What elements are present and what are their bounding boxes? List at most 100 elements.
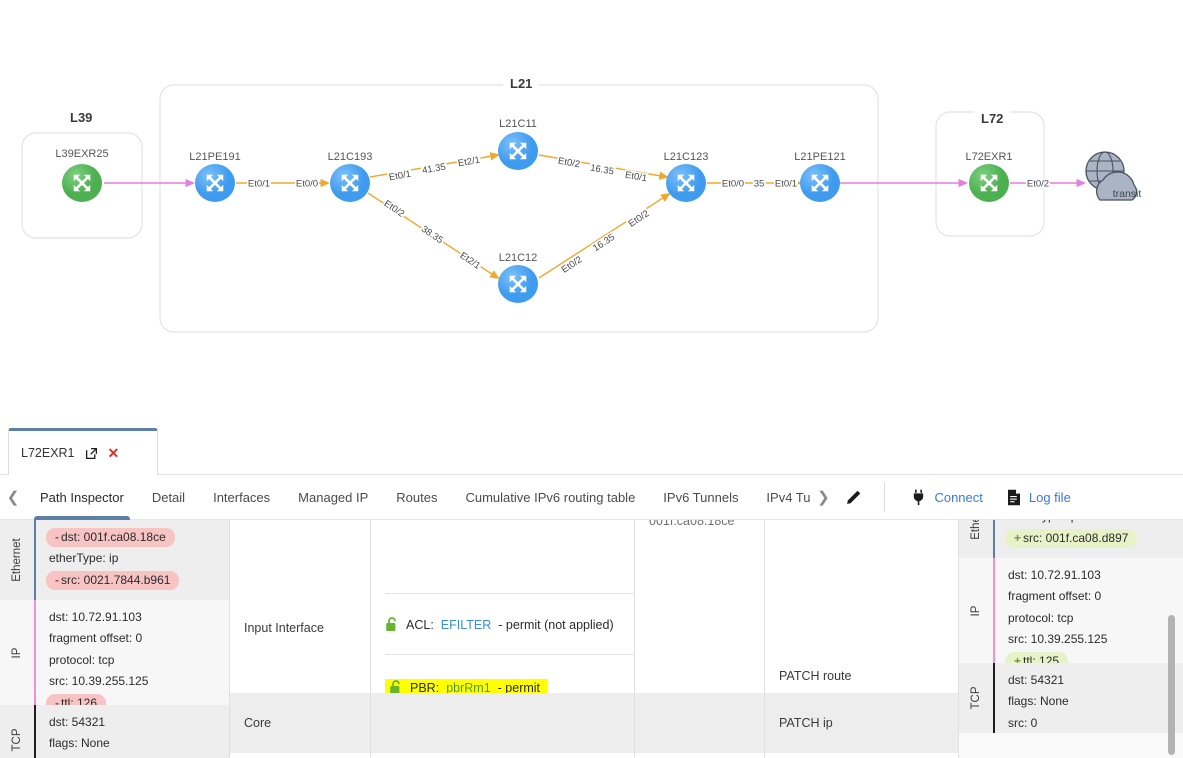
check-cell: ACL: EFILTER - permit (not applied) bbox=[371, 562, 635, 696]
stage-label: Input Interface bbox=[244, 620, 324, 635]
pencil-icon[interactable] bbox=[836, 475, 870, 520]
packet-field: dst: 54321 bbox=[49, 715, 106, 729]
section-color-bar bbox=[993, 558, 995, 663]
node-label-l72exr1: L72EXR1 bbox=[965, 151, 1013, 163]
tab-ipv6-tunnels[interactable]: IPv6 Tunnels bbox=[649, 475, 752, 520]
check-cell bbox=[371, 753, 635, 758]
pbr-result: - permit bbox=[497, 680, 541, 695]
node-L21C123 bbox=[666, 164, 706, 202]
packet-field: +src: 001f.ca08.d897 bbox=[1005, 528, 1138, 549]
device-tab-label: L72EXR1 bbox=[21, 446, 75, 460]
table-row[interactable]: PUSH ethernet bbox=[230, 753, 958, 758]
packet-field: flags: None bbox=[49, 736, 110, 751]
pbr-name[interactable]: pbrRm1 bbox=[446, 680, 491, 695]
table-row[interactable]: Core PATCH ip bbox=[230, 693, 958, 753]
row-divider bbox=[385, 593, 634, 594]
stage-cell bbox=[230, 753, 371, 758]
chevron-left-icon[interactable]: ❮ bbox=[6, 489, 20, 506]
log-file-button[interactable]: Log file bbox=[995, 489, 1083, 506]
tab-path-inspector[interactable]: Path Inspector bbox=[26, 475, 138, 520]
section-color-bar bbox=[34, 520, 36, 600]
action-cell: PATCH route bbox=[765, 562, 958, 693]
section-tab-bar: ❮ Path Inspector Detail Interfaces Manag… bbox=[0, 475, 1183, 520]
packet-field: -dst: 001f.ca08.18ce bbox=[46, 528, 175, 548]
action-text: PATCH route bbox=[779, 669, 852, 683]
device-tab-l72exr1[interactable]: L72EXR1 ✕ bbox=[8, 428, 158, 475]
section-name: IP bbox=[11, 647, 23, 658]
edge-label: 35 bbox=[752, 178, 766, 190]
detail-cell bbox=[635, 693, 765, 753]
packet-section-label: Ethernet bbox=[959, 520, 993, 558]
device-detail-panel: L72EXR1 ✕ ❮ Path Inspector Detail Interf… bbox=[0, 415, 1183, 758]
stage-cell bbox=[230, 520, 371, 562]
action-text: PATCH ip bbox=[779, 716, 833, 730]
chevron-right-icon[interactable]: ❯ bbox=[817, 489, 830, 506]
toolbar-divider bbox=[884, 482, 886, 512]
tab-ipv4-tunnels[interactable]: IPv4 Tu bbox=[752, 475, 810, 520]
tab-label: Path Inspector bbox=[40, 489, 124, 505]
stage-label: Core bbox=[244, 716, 272, 730]
topology-canvas[interactable]: L39 L21 L72 L39EXR25 L21PE191 L21C193 L2… bbox=[0, 0, 1183, 415]
packet-section-ethernet: Ethernet -dst: 001f.ca08.18ce etherType:… bbox=[0, 520, 229, 600]
action-cell bbox=[765, 520, 958, 562]
vertical-scrollbar[interactable] bbox=[1168, 615, 1175, 755]
section-name: Ethernet bbox=[11, 538, 23, 582]
action-cell: PUSH ethernet bbox=[765, 753, 958, 758]
node-label-l21c193: L21C193 bbox=[327, 151, 373, 163]
added-sign: + bbox=[1014, 530, 1022, 545]
site-label-l72: L72 bbox=[974, 111, 1011, 126]
node-transit bbox=[1085, 151, 1138, 201]
packet-field: flags: None bbox=[1008, 694, 1069, 709]
site-label-l39: L39 bbox=[63, 110, 100, 125]
tab-managed-ip[interactable]: Managed IP bbox=[284, 475, 382, 520]
tab-label: Cumulative IPv6 routing table bbox=[465, 489, 636, 505]
packet-field: -src: 0021.7844.b961 bbox=[46, 570, 180, 591]
packet-section-ethernet: Ethernet +dst: 001f.ca08.d896 etherType:… bbox=[959, 520, 1183, 558]
packet-field: src: 0 bbox=[1008, 715, 1038, 730]
table-row[interactable]: 001f.ca08.18ce bbox=[230, 520, 958, 562]
section-color-bar bbox=[34, 705, 36, 758]
tab-routes[interactable]: Routes bbox=[382, 475, 451, 520]
packet-in-pane: Ethernet -dst: 001f.ca08.18ce etherType:… bbox=[0, 520, 230, 758]
tab-detail[interactable]: Detail bbox=[138, 475, 199, 520]
packet-field: fragment offset: 0 bbox=[49, 631, 143, 646]
detail-text: 001f.ca08.18ce bbox=[649, 520, 735, 528]
row-divider bbox=[385, 654, 634, 655]
node-label-l21c11: L21C11 bbox=[499, 118, 537, 130]
packet-section-ip: IP dst: 10.72.91.103 fragment offset: 0 … bbox=[0, 600, 229, 713]
packet-field: src: 10.39.255.125 bbox=[1008, 632, 1108, 647]
removed-sign: - bbox=[55, 695, 59, 710]
topology-graphics bbox=[21, 84, 1138, 333]
log-file-label: Log file bbox=[1028, 489, 1071, 505]
tab-cumulative-ipv6-routing-table[interactable]: Cumulative IPv6 routing table bbox=[451, 475, 649, 520]
tab-label: IPv4 Tu bbox=[766, 489, 811, 505]
node-L21C11 bbox=[498, 132, 538, 170]
acl-name[interactable]: EFILTER bbox=[440, 617, 492, 632]
pbr-check[interactable]: PBR: pbrRm1 - permit bbox=[385, 679, 549, 696]
section-color-bar bbox=[993, 520, 995, 558]
edge-label: Et0/0 bbox=[294, 178, 320, 190]
detail-cell bbox=[635, 753, 765, 758]
tab-interfaces[interactable]: Interfaces bbox=[199, 475, 284, 520]
stage-cell: Core bbox=[230, 693, 371, 753]
edge-label: Et0/2 bbox=[1025, 178, 1051, 190]
node-label-l21c123: L21C123 bbox=[663, 151, 709, 163]
packet-field: dst: 54321 bbox=[1008, 673, 1065, 687]
packet-field: dst: 10.72.91.103 bbox=[1008, 568, 1101, 582]
acl-check[interactable]: ACL: EFILTER - permit (not applied) bbox=[385, 617, 614, 632]
connect-button[interactable]: Connect bbox=[899, 489, 994, 506]
check-cell bbox=[371, 520, 635, 562]
table-row[interactable]: Input Interface bbox=[230, 562, 958, 696]
added-sign: + bbox=[1014, 653, 1022, 668]
edge-label: Et0/0 bbox=[720, 178, 746, 190]
packet-field: src: 10.39.255.125 bbox=[49, 674, 149, 689]
node-L21PE191 bbox=[195, 164, 235, 202]
packet-section-tcp: TCP dst: 54321 flags: None src: 0 bbox=[959, 663, 1183, 733]
acl-result: - permit (not applied) bbox=[498, 617, 614, 632]
packet-section-label: IP bbox=[959, 558, 993, 663]
plug-icon bbox=[911, 489, 926, 506]
section-name: Ethernet bbox=[970, 520, 982, 540]
packet-out-pane[interactable]: Ethernet +dst: 001f.ca08.d896 etherType:… bbox=[958, 520, 1183, 758]
close-icon[interactable]: ✕ bbox=[107, 445, 120, 461]
external-link-icon[interactable] bbox=[85, 447, 98, 460]
